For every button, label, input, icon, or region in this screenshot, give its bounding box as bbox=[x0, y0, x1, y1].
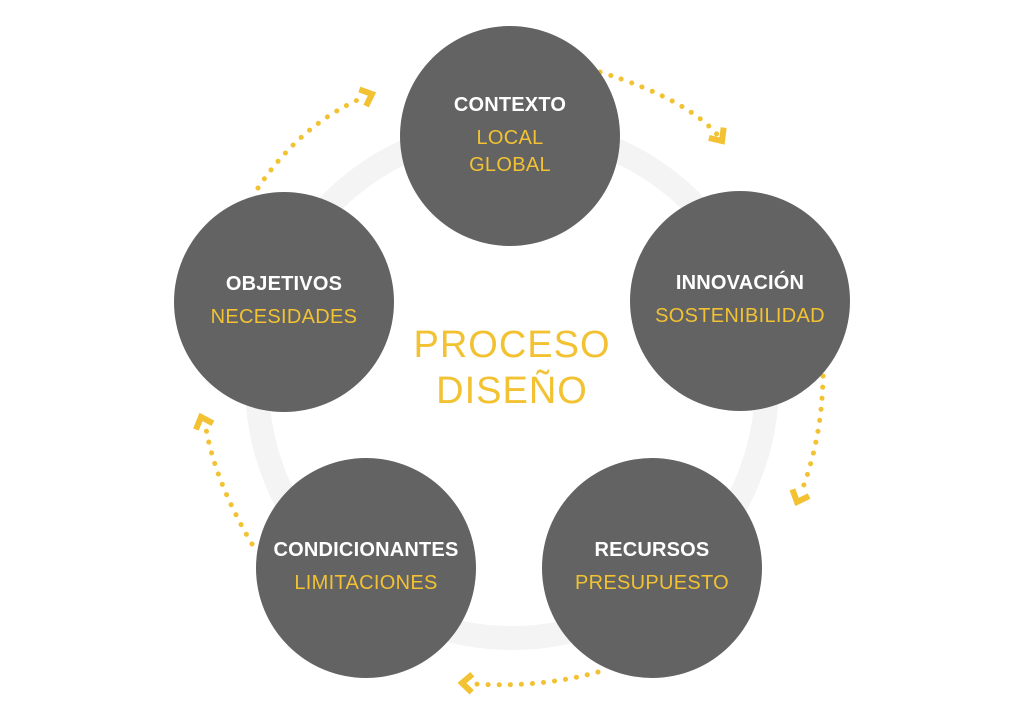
node-title: RECURSOS bbox=[594, 539, 710, 561]
node-recursos: RECURSOS PRESUPUESTO bbox=[542, 458, 762, 678]
node-contexto: CONTEXTO LOCAL GLOBAL bbox=[400, 26, 620, 246]
process-title-line1: PROCESO bbox=[413, 324, 611, 366]
chevron-arrow-icon bbox=[358, 86, 377, 108]
dotted-connector-4 bbox=[202, 420, 255, 547]
node-innovacion: INNOVACIÓN SOSTENIBILIDAD bbox=[630, 191, 850, 411]
node-title: CONDICIONANTES bbox=[273, 539, 459, 561]
chevron-arrow-icon bbox=[708, 127, 727, 145]
node-subtitle: GLOBAL bbox=[469, 153, 551, 176]
dotted-connector-3 bbox=[472, 669, 601, 688]
node-title: CONTEXTO bbox=[453, 93, 567, 116]
node-title: OBJETIVOS bbox=[225, 273, 343, 295]
chevron-arrow-icon bbox=[193, 412, 215, 431]
process-title: PROCESO DISEÑO bbox=[362, 322, 662, 414]
process-title-line2: DISEÑO bbox=[436, 370, 588, 412]
dotted-connector-5 bbox=[255, 95, 365, 191]
dotted-connector-1 bbox=[597, 69, 723, 141]
chevron-arrow-icon bbox=[789, 488, 811, 507]
node-subtitle: LIMITACIONES bbox=[294, 572, 438, 594]
node-title: INNOVACIÓN bbox=[675, 272, 805, 294]
node-subtitle: SOSTENIBILIDAD bbox=[655, 305, 825, 327]
chevron-arrow-icon bbox=[457, 672, 475, 695]
dotted-connector-2 bbox=[797, 373, 826, 498]
node-objetivos: OBJETIVOS NECESIDADES bbox=[174, 192, 394, 412]
node-condicionantes: CONDICIONANTES LIMITACIONES bbox=[256, 458, 476, 678]
node-subtitle: PRESUPUESTO bbox=[574, 572, 730, 594]
node-subtitle: NECESIDADES bbox=[210, 306, 358, 328]
node-subtitle: LOCAL bbox=[476, 126, 544, 149]
